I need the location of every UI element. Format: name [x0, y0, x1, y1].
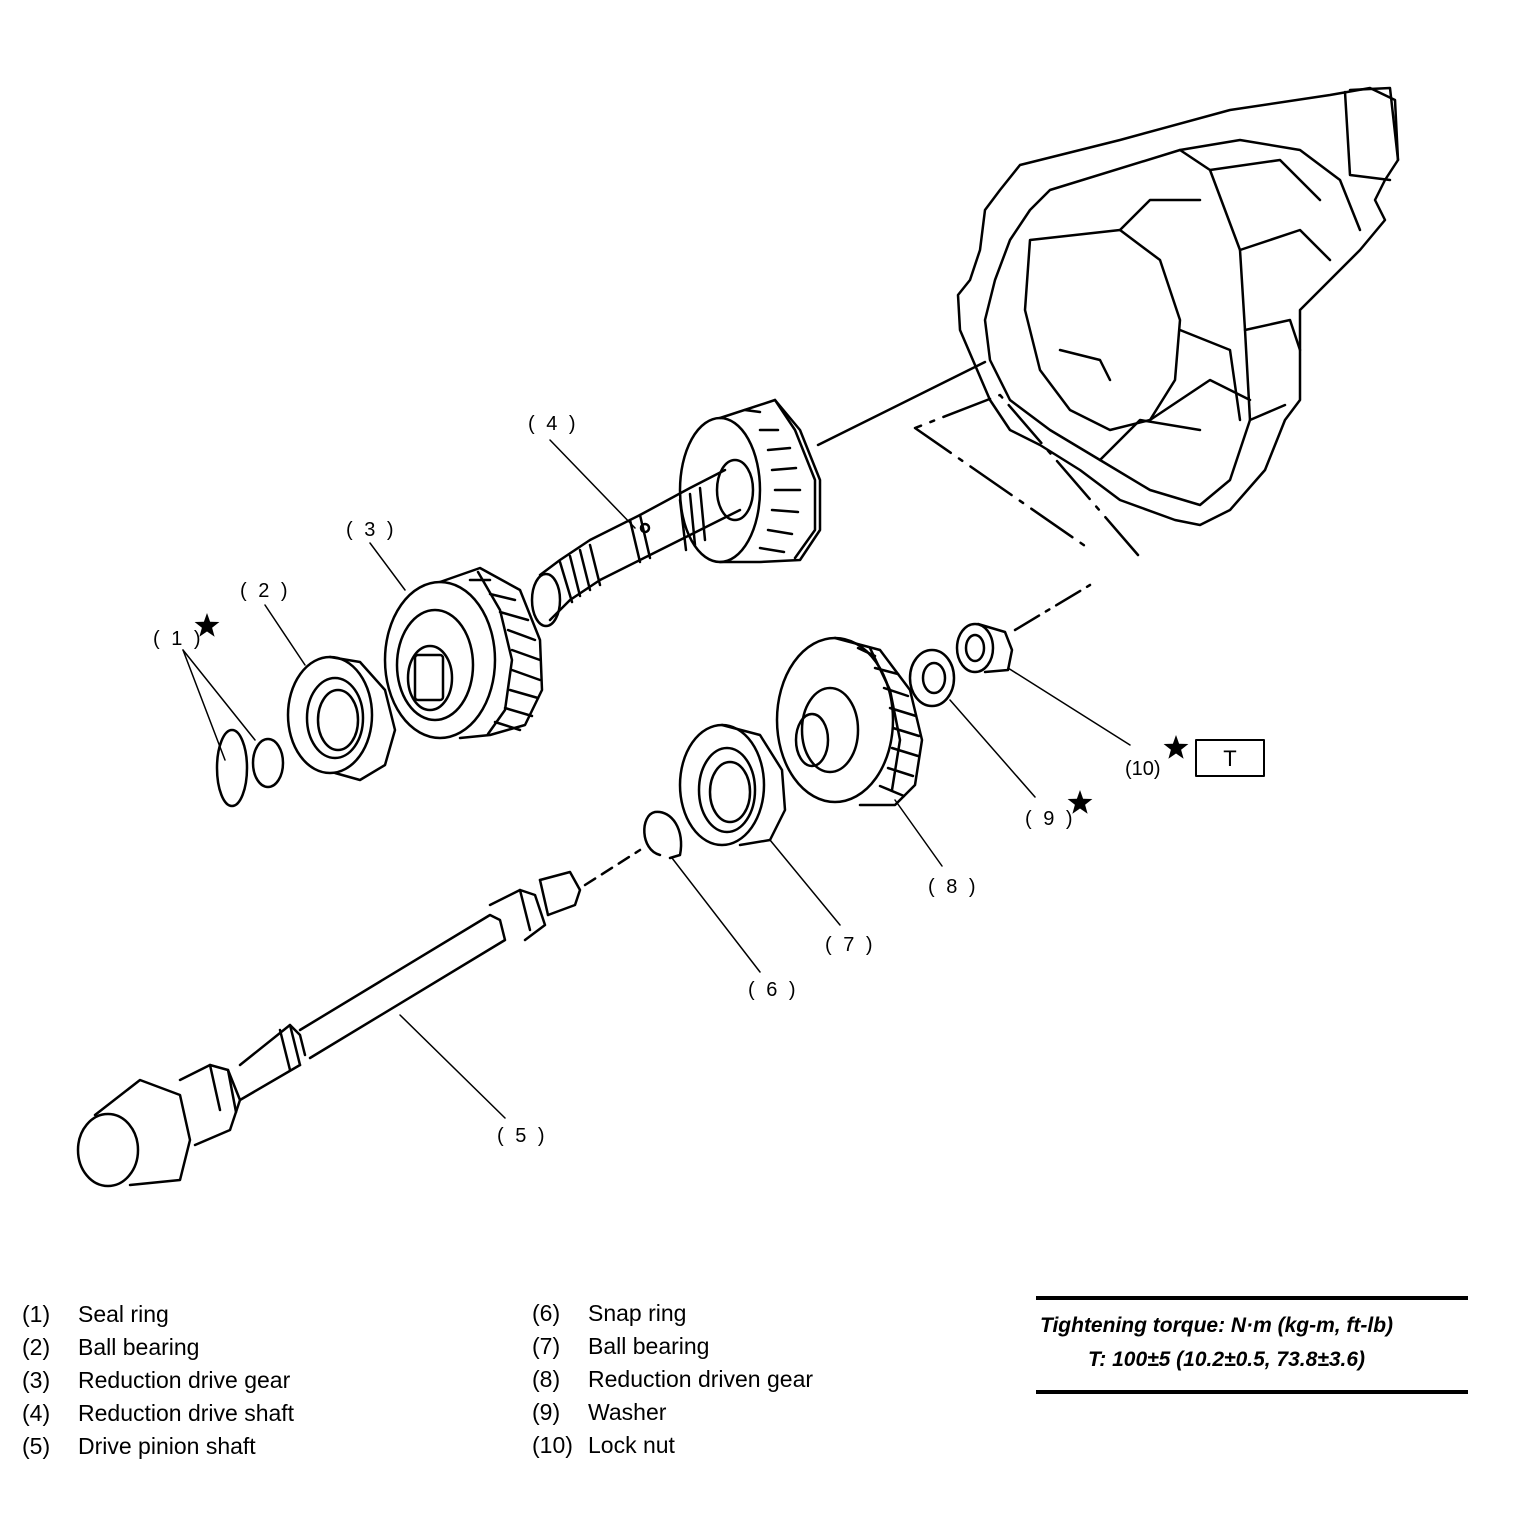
legend-name: Ball bearing — [588, 1333, 710, 1359]
leader-3 — [369, 542, 406, 591]
legend-name: Reduction drive shaft — [78, 1400, 295, 1426]
torque-heading: Tightening torque: N·m (kg-m, ft-lb) — [1040, 1314, 1394, 1337]
legend-num: (10) — [532, 1432, 573, 1458]
callout-7: ( 7 ) — [825, 934, 876, 956]
seal-ring-a — [215, 728, 249, 808]
legend-item: (1) Seal ring — [22, 1298, 294, 1331]
legend-item: (9) Washer — [532, 1396, 813, 1429]
reduction-driven-gear — [775, 636, 924, 807]
leader-lines — [182, 439, 1131, 1119]
legend-num: (3) — [22, 1367, 51, 1393]
torque-value: T: 100±5 (10.2±0.5, 73.8±3.6) — [1088, 1348, 1366, 1371]
reduction-drive-gear — [383, 566, 544, 740]
legend-num: (9) — [532, 1399, 561, 1425]
legend-right: (6) Snap ring (7) Ball bearing (8) Reductio… — [532, 1297, 813, 1462]
leader-6 — [671, 857, 761, 973]
leader-5 — [399, 1014, 506, 1119]
star-icon-1 — [194, 613, 220, 637]
legend-left: (1) Seal ring (2) Ball bearing (3) Reductio… — [22, 1298, 294, 1463]
shaft-axis-line — [583, 848, 642, 887]
leader-4 — [549, 439, 636, 529]
legend-name: Lock nut — [588, 1432, 675, 1458]
leader-1a — [182, 649, 226, 761]
torque-badge-box — [1195, 739, 1265, 777]
leader-10 — [1007, 667, 1131, 746]
legend-num: (8) — [532, 1366, 561, 1392]
callout-8: ( 8 ) — [928, 876, 979, 898]
ball-bearing-7 — [678, 723, 787, 847]
legend-name: Reduction driven gear — [588, 1366, 814, 1392]
legend-name: Drive pinion shaft — [78, 1433, 256, 1459]
snap-ring — [643, 810, 683, 860]
transmission-case — [956, 86, 1400, 527]
reduction-drive-shaft — [530, 398, 822, 628]
legend-num: (4) — [22, 1400, 51, 1426]
case-axis-line — [816, 360, 987, 447]
case-bracket-line — [913, 393, 1140, 557]
legend-name: Washer — [588, 1399, 667, 1425]
legend-item: (7) Ball bearing — [532, 1330, 813, 1363]
legend-num: (6) — [532, 1300, 561, 1326]
legend-num: (7) — [532, 1333, 561, 1359]
lock-nut — [955, 622, 1014, 674]
legend-name: Ball bearing — [78, 1334, 200, 1360]
callout-6: ( 6 ) — [748, 979, 799, 1001]
legend-name: Snap ring — [588, 1300, 687, 1326]
leader-9 — [949, 699, 1036, 798]
washer — [908, 648, 956, 708]
leader-7 — [769, 839, 841, 926]
legend-name: Seal ring — [78, 1301, 169, 1327]
legend-num: (5) — [22, 1433, 51, 1459]
nut-axis-line — [1013, 583, 1092, 632]
leader-1b — [182, 649, 256, 741]
leader-2 — [264, 604, 306, 666]
legend-num: (2) — [22, 1334, 51, 1360]
callout-2: ( 2 ) — [240, 580, 291, 602]
legend-num: (1) — [22, 1301, 51, 1327]
star-icon-9 — [1067, 790, 1093, 814]
callout-10: (10) — [1125, 758, 1161, 780]
star-icon-10 — [1163, 735, 1189, 759]
torque-spec-box: Tightening torque: N·m (kg-m, ft-lb) T: … — [1036, 1296, 1468, 1394]
ball-bearing-2 — [286, 655, 397, 782]
legend-item: (5) Drive pinion shaft — [22, 1430, 294, 1463]
legend-item: (6) Snap ring — [532, 1297, 813, 1330]
legend-item: (10) Lock nut — [532, 1429, 813, 1462]
legend-item: (4) Reduction drive shaft — [22, 1397, 294, 1430]
leader-8 — [894, 799, 943, 867]
callout-9: ( 9 ) — [1025, 808, 1076, 830]
legend-item: (2) Ball bearing — [22, 1331, 294, 1364]
callout-1: ( 1 ) — [153, 628, 204, 650]
torque-badge-label: T — [1223, 746, 1236, 771]
seal-ring-b — [251, 737, 285, 789]
legend-item: (8) Reduction driven gear — [532, 1363, 813, 1396]
callout-5: ( 5 ) — [497, 1125, 548, 1147]
legend-item: (3) Reduction drive gear — [22, 1364, 294, 1397]
drive-pinion-shaft — [76, 870, 582, 1188]
callout-3: ( 3 ) — [346, 519, 397, 541]
legend-name: Reduction drive gear — [78, 1367, 291, 1393]
callout-4: ( 4 ) — [528, 413, 579, 435]
